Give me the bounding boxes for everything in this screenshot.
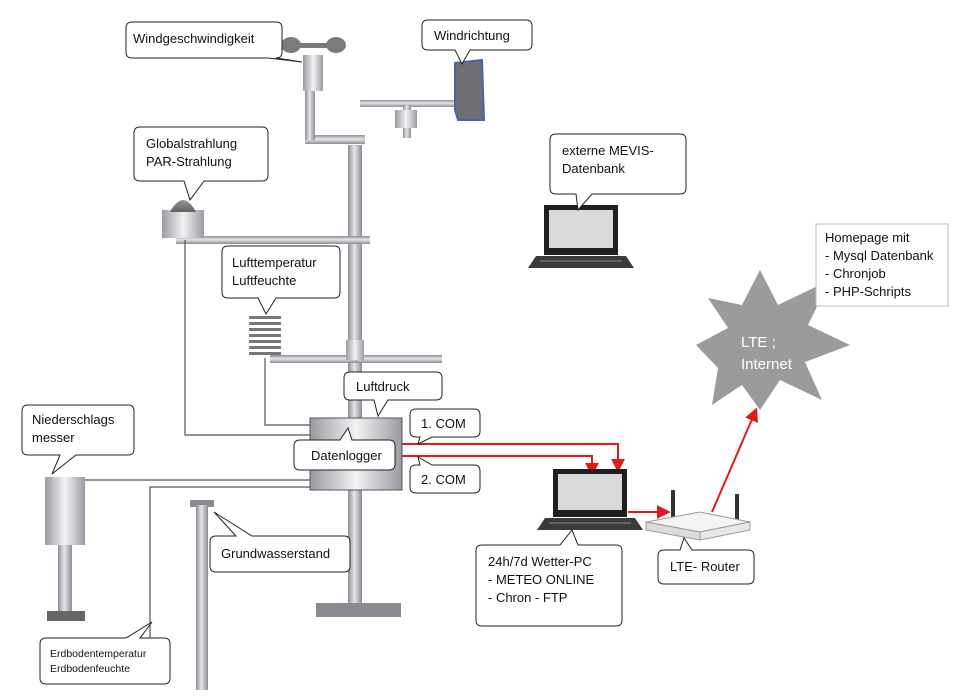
rain-gauge-icon: [45, 477, 85, 621]
label-niederschlags: Niederschlags: [32, 412, 115, 427]
label-datenbank: Datenbank: [562, 161, 625, 176]
callout-com1: 1. COM: [409, 408, 481, 445]
pyranometer-icon: [162, 200, 204, 238]
label-meteo-online: - METEO ONLINE: [488, 572, 595, 587]
label-com2: 2. COM: [421, 472, 466, 487]
label-lte-router: LTE- Router: [670, 559, 741, 574]
anemometer-icon: [281, 37, 346, 91]
com-connections: [402, 407, 758, 519]
label-chronjob: - Chronjob: [825, 266, 886, 281]
label-windgeschwindigkeit: Windgeschwindigkeit: [133, 31, 255, 46]
label-messer: messer: [32, 430, 75, 445]
callout-globalstrahlung: Globalstrahlung PAR-Strahlung: [133, 126, 269, 202]
callout-lte-router: LTE- Router: [657, 536, 755, 585]
internet-label-line1: LTE ;: [741, 334, 776, 351]
label-grundwasserstand: Grundwasserstand: [221, 546, 330, 561]
callout-niederschlag: Niederschlags messer: [21, 404, 135, 475]
label-mysql-datenbank: - Mysql Datenbank: [825, 248, 934, 263]
label-erdbodentemperatur: Erdbodentemperatur: [50, 648, 147, 660]
callout-datenlogger: Datenlogger: [293, 426, 396, 471]
label-chron-ftp: - Chron - FTP: [488, 590, 567, 605]
label-externe-mevis: externe MEVIS-: [562, 143, 654, 158]
callout-windrichtung: Windrichtung: [421, 19, 533, 66]
callout-luftdruck: Luftdruck: [343, 371, 443, 418]
homepage-info-box: Homepage mit - Mysql Datenbank - Chronjo…: [815, 223, 949, 307]
weather-pc-laptop-icon: [537, 469, 643, 530]
label-com1: 1. COM: [421, 416, 466, 431]
label-lufttemperatur: Lufttemperatur: [232, 255, 317, 270]
callout-wetter-pc: 24h/7d Wetter-PC - METEO ONLINE - Chron …: [475, 529, 623, 627]
internet-burst-icon: LTE ; Internet: [696, 270, 850, 410]
mevis-laptop-icon: [528, 205, 634, 268]
internet-label-line2: Internet: [741, 356, 793, 373]
label-windrichtung: Windrichtung: [434, 28, 510, 43]
label-par-strahlung: PAR-Strahlung: [146, 154, 232, 169]
groundwater-pipe-icon: [190, 500, 214, 690]
callout-erdboden: Erdbodentemperatur Erdbodenfeuchte: [39, 621, 171, 685]
lte-router-icon: [645, 490, 751, 541]
label-globalstrahlung: Globalstrahlung: [146, 136, 237, 151]
wind-vane-icon: [454, 58, 486, 121]
callout-com2: 2. COM: [409, 455, 481, 494]
callout-lufttemperatur: Lufttemperatur Luftfeuchte: [221, 245, 341, 316]
label-homepage-mit: Homepage mit: [825, 230, 910, 245]
callout-externe-mevis: externe MEVIS- Datenbank: [549, 133, 687, 212]
label-datenlogger: Datenlogger: [311, 448, 382, 463]
sensor-wires: [85, 240, 310, 684]
radiation-shield-icon: [249, 316, 281, 355]
callout-windgeschwindigkeit: Windgeschwindigkeit: [125, 21, 303, 63]
label-php-schripts: - PHP-Schripts: [825, 284, 911, 299]
label-luftfeuchte: Luftfeuchte: [232, 273, 296, 288]
label-luftdruck: Luftdruck: [356, 379, 410, 394]
label-wetter-pc: 24h/7d Wetter-PC: [488, 554, 592, 569]
callout-grundwasserstand: Grundwasserstand: [209, 511, 351, 573]
label-erdbodenfeuchte: Erdbodenfeuchte: [50, 663, 130, 675]
